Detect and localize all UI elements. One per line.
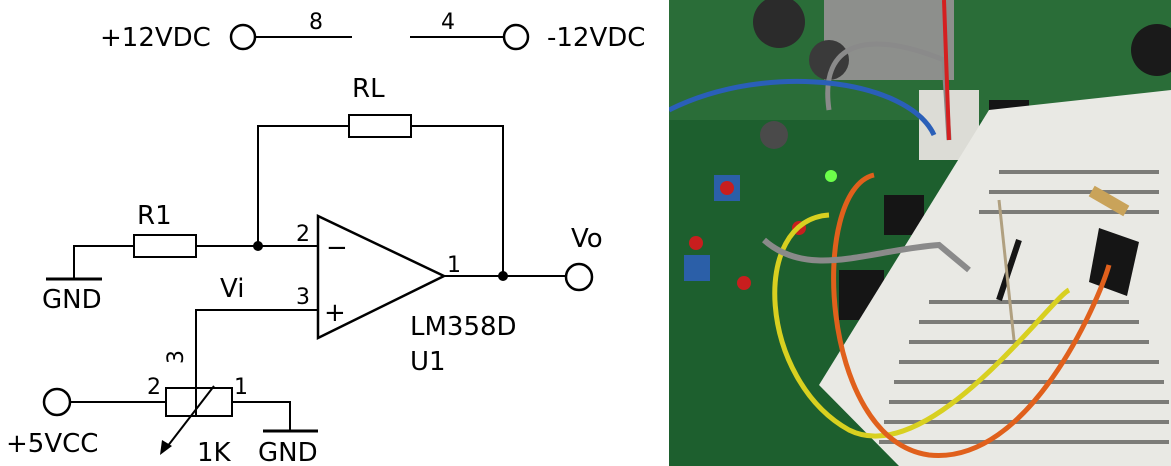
negative-supply-terminal	[502, 23, 530, 51]
resistor-lead	[997, 199, 1016, 341]
gray-lower-wire	[762, 237, 971, 273]
opamp-ref-label: U1	[410, 347, 446, 377]
pot-supply-terminal	[42, 387, 72, 417]
pot-ground-label: GND	[258, 438, 318, 466]
pot-right-pin: 1	[234, 375, 248, 400]
positive-supply-terminal	[229, 23, 257, 51]
breadboard	[819, 90, 1171, 466]
positive-supply-label: +12VDC	[100, 23, 211, 53]
input-resistor-label: R1	[137, 201, 172, 231]
negative-supply-label: -12VDC	[547, 23, 645, 53]
input-voltage-label: Vi	[220, 274, 244, 304]
input-resistor	[133, 234, 197, 258]
yellow-jumper-wire	[772, 212, 1071, 439]
breadboard-holes	[879, 170, 1169, 444]
opamp-ic-chip	[1089, 228, 1139, 296]
pot-left-pin: 2	[147, 375, 161, 400]
opamp-symbol	[316, 214, 447, 341]
pot-supply-label: +5VCC	[6, 429, 98, 459]
trimmer-knob-2	[689, 236, 703, 250]
trimmer-pot-2	[684, 255, 710, 281]
output-label: Vo	[571, 224, 603, 254]
orange-jumper-wire	[831, 172, 1112, 458]
buzzer	[1131, 24, 1171, 76]
opamp-sign-inverting: −	[326, 233, 348, 263]
potentiometer	[165, 387, 233, 417]
black-jumper-wire	[996, 239, 1022, 301]
positive-supply-pin: 8	[309, 10, 323, 35]
trimmer-knob-4	[737, 276, 751, 290]
opamp-pin-inverting: 2	[296, 222, 310, 247]
feedback-resistor-label: RL	[352, 74, 385, 104]
output-junction-dot	[498, 271, 508, 281]
capacitor-large	[753, 0, 805, 48]
status-led	[825, 170, 837, 182]
feedback-wire-right	[411, 125, 504, 276]
blue-jumper-wire	[669, 78, 937, 137]
resistor-body	[1088, 185, 1130, 217]
capacitor-medium	[809, 40, 849, 80]
pot-adjust-arrow	[166, 385, 215, 448]
circuit-schematic: +12VDC 8 4 -12VDC RL R1 GND 2 − 3 + 1 LM…	[6, 10, 645, 466]
negative-supply-pin: 4	[441, 10, 455, 35]
input-ground-label: GND	[42, 285, 102, 315]
pot-ground-wire	[232, 401, 291, 430]
pot-value-label: 1K	[197, 438, 232, 466]
breadboard-photo	[669, 0, 1171, 466]
capacitor-small	[760, 121, 788, 149]
red-jumper-wire	[942, 0, 951, 141]
pot-adjust-arrowhead	[160, 440, 172, 455]
opamp-pin-output: 1	[447, 253, 461, 278]
input-ground-wire	[73, 245, 134, 278]
opamp-pin-noninverting: 3	[296, 285, 310, 310]
output-terminal	[564, 262, 594, 292]
inverting-junction-dot	[253, 241, 263, 251]
feedback-resistor	[348, 114, 412, 138]
noninverting-input-wire	[195, 309, 318, 386]
opamp-part-label: LM358D	[410, 312, 517, 342]
pot-wiper-pin: 3	[164, 350, 189, 364]
feedback-wire-left	[257, 125, 349, 246]
trimmer-knob-1	[720, 181, 734, 195]
opamp-sign-noninverting: +	[324, 298, 346, 328]
